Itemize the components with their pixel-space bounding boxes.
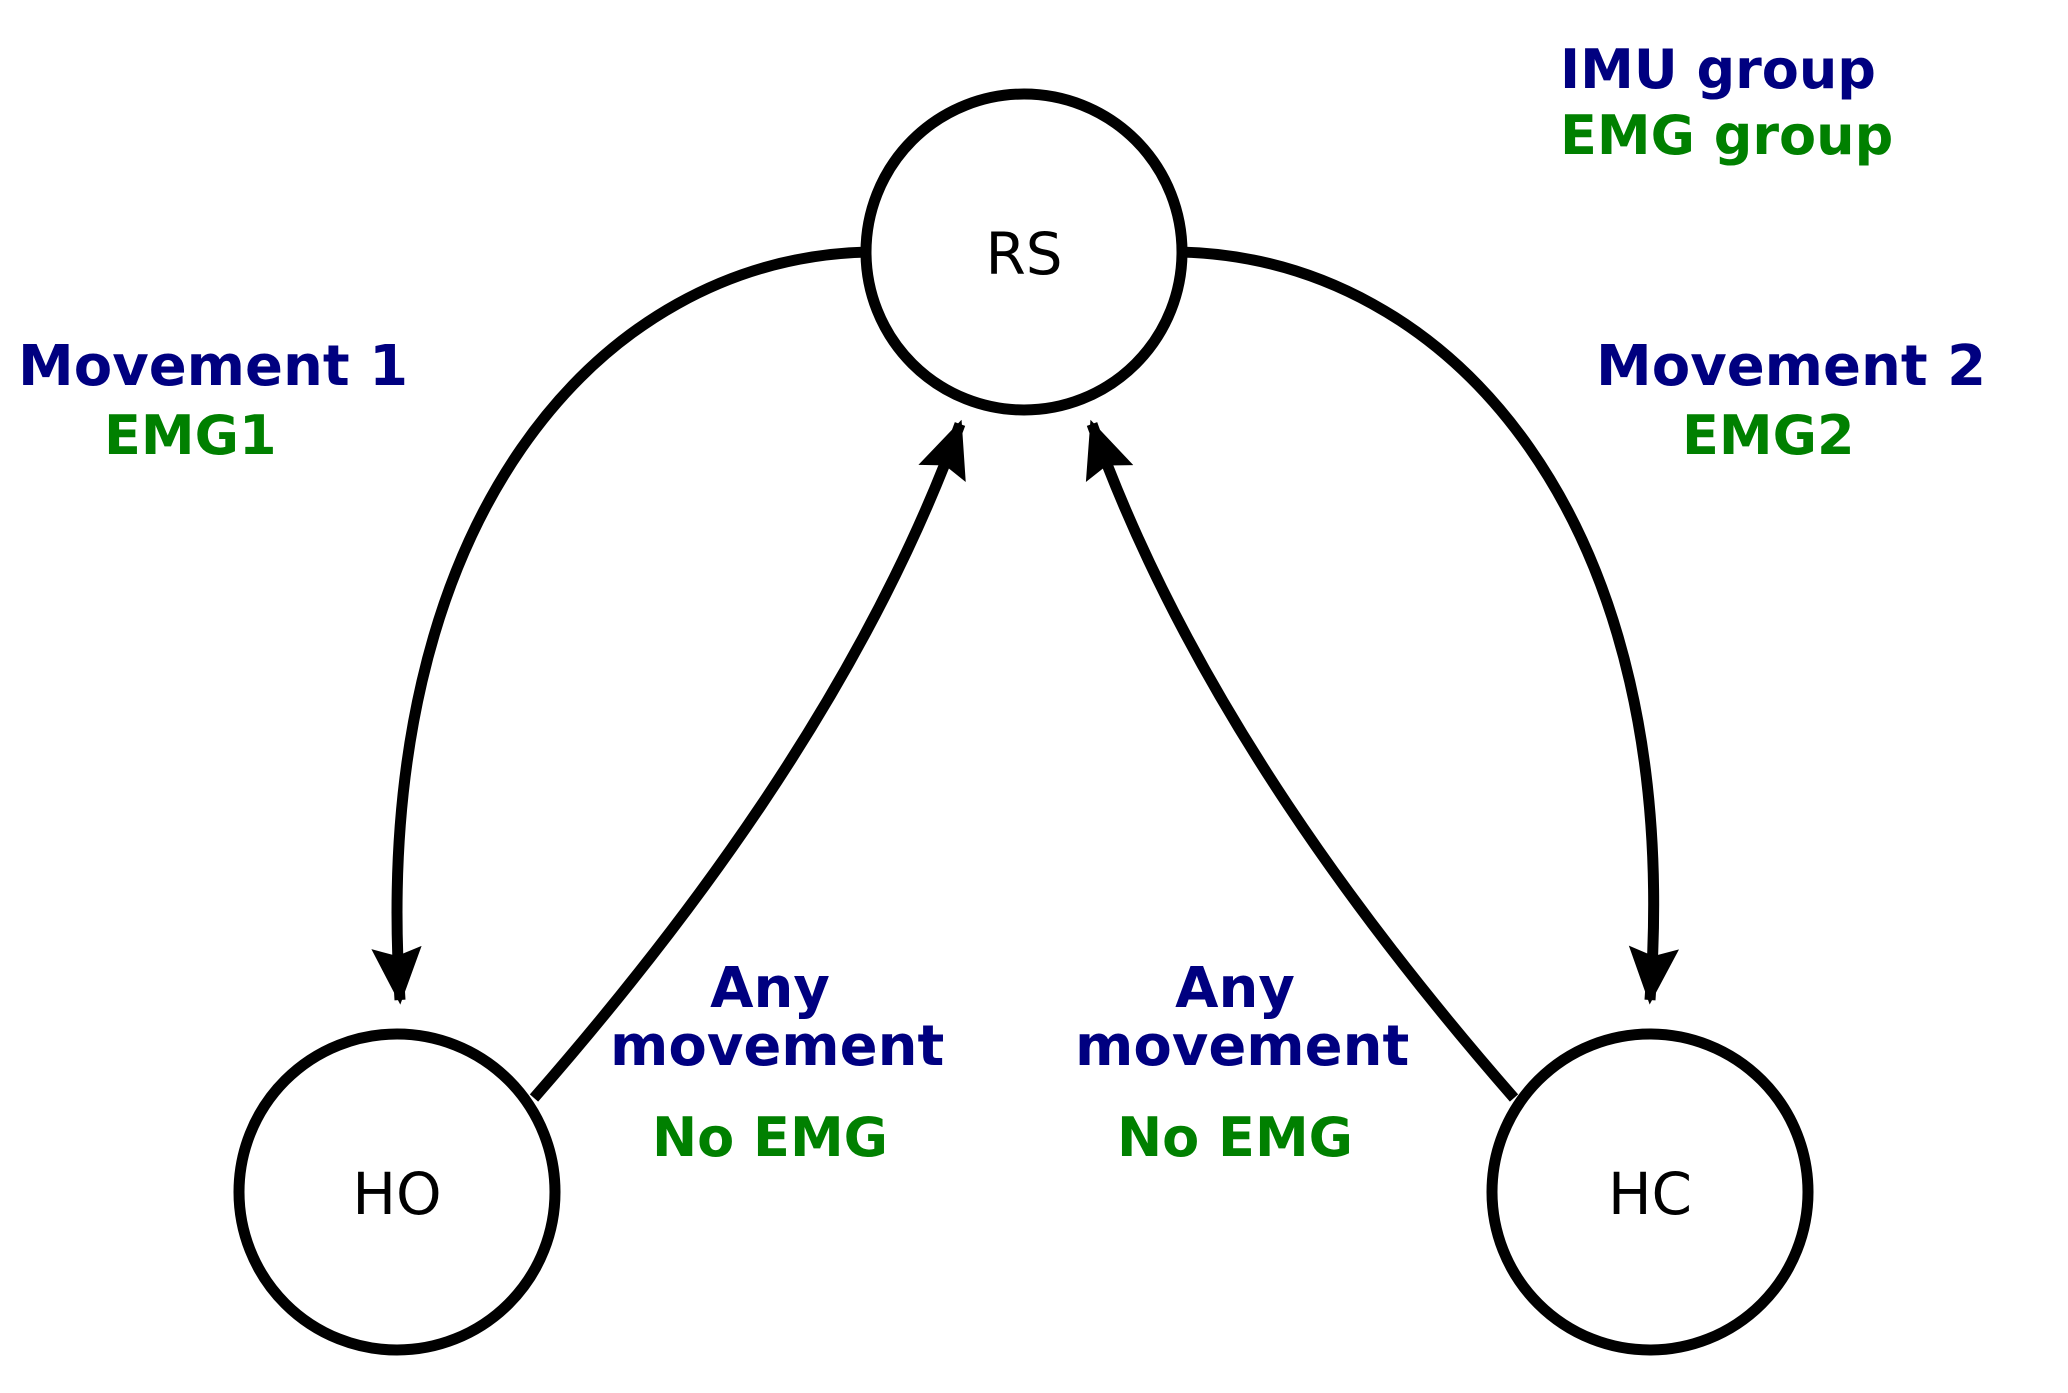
node-ho-circle[interactable] [233, 1028, 561, 1356]
node-ho-label: HO [352, 1160, 441, 1228]
edge-label-ho-to-rs: Any movement No EMG [610, 956, 945, 1170]
edge-label-rs-to-ho: Movement 1 EMG1 [18, 334, 409, 468]
edge-label-rs-to-hc: Movement 2 EMG2 [1596, 334, 1987, 468]
edge-label-hc-to-rs: Any movement No EMG [1075, 956, 1410, 1170]
edge-ho-to-rs-path [529, 419, 966, 1102]
edge-label-rs-to-ho-emg: EMG1 [104, 404, 277, 468]
edge-rs-to-ho-path [371, 246, 869, 1005]
node-hc-circle[interactable] [1486, 1028, 1814, 1356]
node-hc[interactable]: HC [1486, 1028, 1814, 1356]
legend-emg-group-label: EMG group [1560, 104, 1894, 168]
node-ho[interactable]: HO [233, 1028, 561, 1356]
edge-label-rs-to-ho-imu: Movement 1 [18, 334, 409, 399]
edge-label-hc-to-rs-emg: No EMG [1116, 1106, 1354, 1170]
edge-ho-to-rs [529, 419, 966, 1102]
node-hc-label: HC [1608, 1160, 1692, 1228]
edge-rs-to-hc [1179, 246, 1680, 1005]
edge-label-ho-to-rs-emg: No EMG [651, 1106, 889, 1170]
node-rs[interactable]: RS [860, 88, 1188, 416]
legend-imu-group-label: IMU group [1560, 38, 1876, 101]
edge-rs-to-ho [371, 246, 869, 1005]
edge-label-hc-to-rs-imu: Any movement [1075, 956, 1410, 1080]
edge-hc-to-rs [1085, 419, 1519, 1102]
legend: IMU group EMG group [1560, 38, 1894, 168]
edge-hc-to-rs-path [1085, 419, 1519, 1102]
edge-rs-to-hc-path [1179, 246, 1680, 1005]
edge-label-rs-to-hc-emg: EMG2 [1682, 404, 1855, 468]
edge-label-ho-to-rs-imu: Any movement [610, 956, 945, 1080]
edge-label-rs-to-hc-imu: Movement 2 [1596, 334, 1987, 399]
node-rs-circle[interactable] [860, 88, 1188, 416]
node-rs-label: RS [985, 220, 1062, 288]
